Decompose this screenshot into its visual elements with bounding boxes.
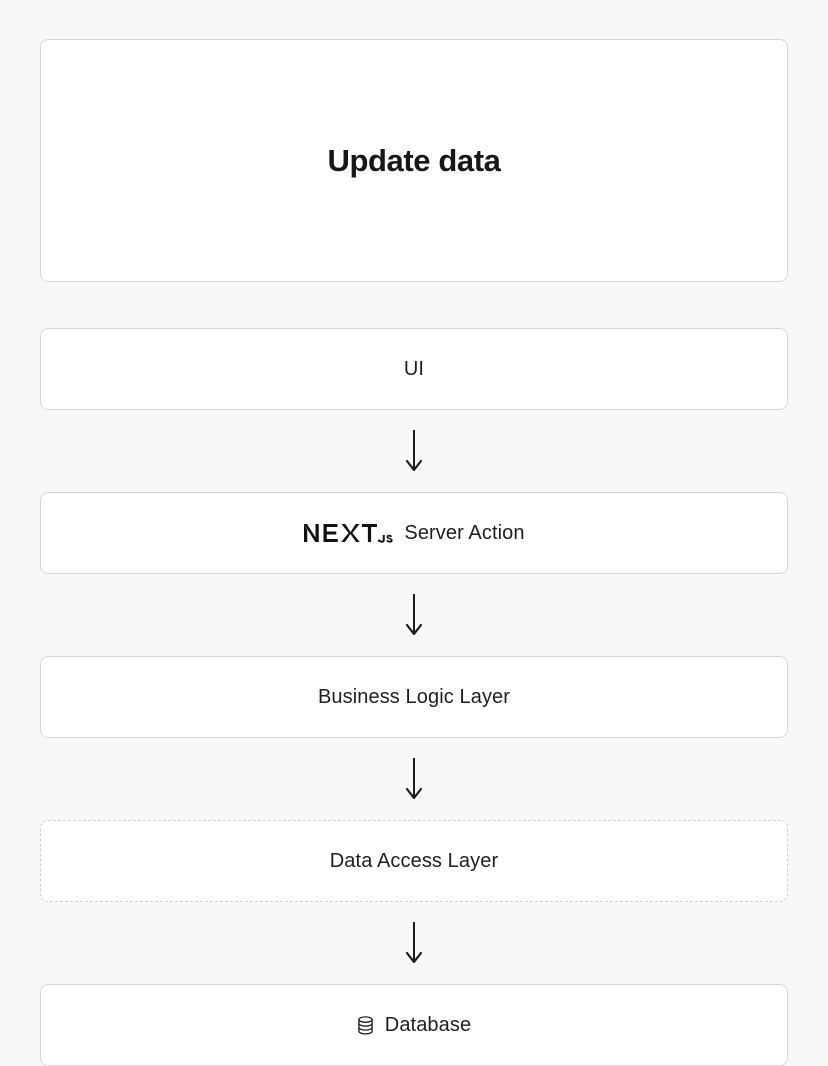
node-server-action-content: Server Action xyxy=(303,521,525,545)
connector-ui-to-server-action xyxy=(40,410,788,492)
down-arrow-icon xyxy=(404,757,424,801)
node-business-logic-layer-content: Business Logic Layer xyxy=(318,687,510,707)
hero-card: Update data xyxy=(40,39,788,282)
node-data-access-layer-label: Data Access Layer xyxy=(329,850,499,872)
node-server-action-label: Server Action xyxy=(404,522,525,544)
node-business-logic-layer: Business Logic Layer xyxy=(40,656,788,738)
node-ui-content: UI xyxy=(404,359,424,379)
connector-business-logic-to-data-access xyxy=(40,738,788,820)
database-icon xyxy=(357,1015,374,1035)
node-ui-label: UI xyxy=(403,358,425,380)
connector-server-action-to-business-logic xyxy=(40,574,788,656)
down-arrow-icon xyxy=(404,921,424,965)
node-database-content: Database xyxy=(357,1015,471,1035)
node-database-label: Database xyxy=(384,1014,472,1036)
node-business-logic-layer-label: Business Logic Layer xyxy=(317,686,511,708)
node-server-action: Server Action xyxy=(40,492,788,574)
page-title: Update data xyxy=(327,143,501,178)
node-database: Database xyxy=(40,984,788,1066)
nextjs-logo-icon xyxy=(303,521,393,545)
down-arrow-icon xyxy=(404,429,424,473)
hero-spacer xyxy=(40,282,788,328)
node-data-access-layer-content: Data Access Layer xyxy=(330,851,498,871)
down-arrow-icon xyxy=(404,593,424,637)
connector-data-access-to-database xyxy=(40,902,788,984)
node-data-access-layer: Data Access Layer xyxy=(40,820,788,902)
node-ui: UI xyxy=(40,328,788,410)
